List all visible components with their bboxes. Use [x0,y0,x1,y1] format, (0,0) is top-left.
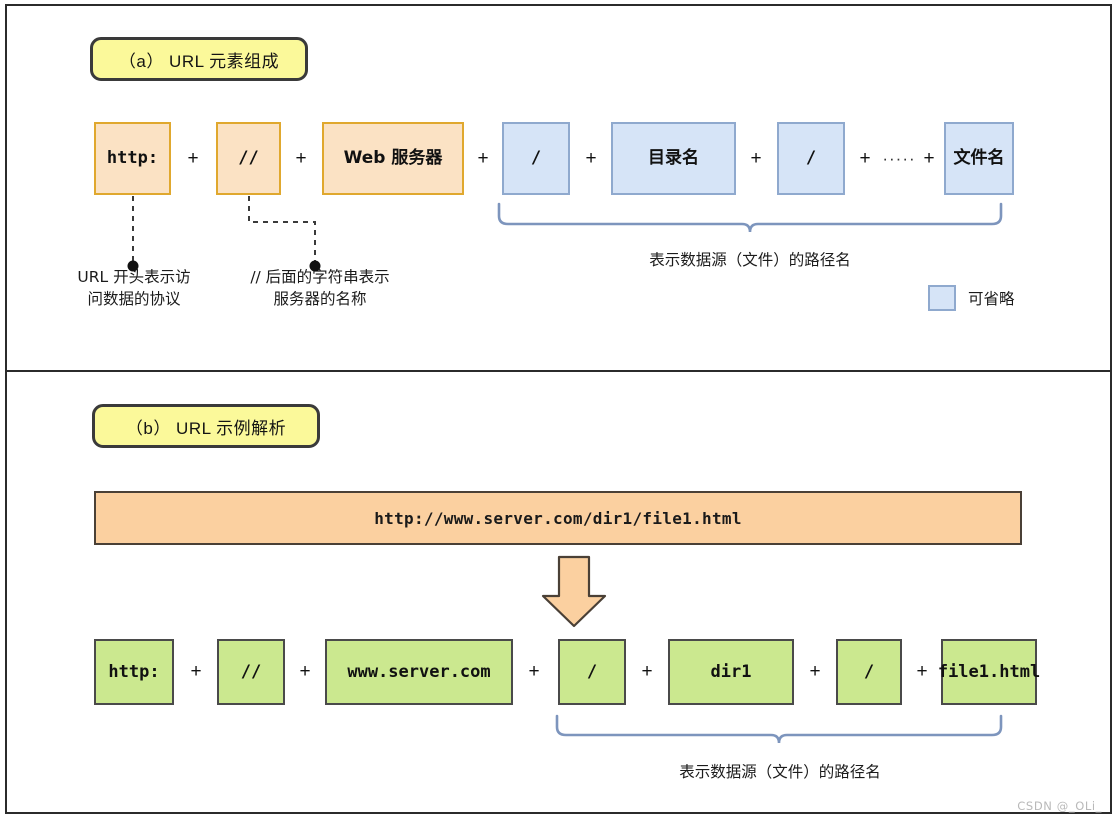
token-label: http: [108,661,160,682]
panel-a-caption: （a） URL 元素组成 [90,37,308,81]
plus-operator: + [750,147,762,169]
token-label: file1.html [937,661,1041,682]
token-label: Web 服务器 [343,148,443,169]
token-box-slash-1: / [502,122,570,195]
plus-operator: + [916,661,928,682]
token-box-slash-2: / [777,122,845,195]
token-label: / [586,661,598,682]
plus-operator: + [190,661,202,682]
plus-operator: + [585,147,597,169]
plus-operator: + [923,147,935,169]
token-label: 文件名 [953,148,1005,169]
path-bracket-label-a: 表示数据源（文件）的路径名 [649,251,851,269]
parsed-box-slash-1: / [558,639,626,705]
plus-operator: + [477,147,489,169]
token-label: / [863,661,875,682]
plus-operator: + [187,147,199,169]
legend-label: 可省略 [968,290,1015,308]
token-label: dir1 [710,661,752,682]
annotation-line-2: 服务器的名称 [273,290,367,309]
token-box-scheme: http: [94,122,171,195]
annotation-line-1: URL 开头表示访 [77,268,191,286]
parsed-box-filename: file1.html [937,639,1041,705]
plus-operator: + [295,147,307,169]
ellipsis-marker: ····· [882,148,916,168]
legend-optional: 可省略 [928,285,1015,311]
annotation-scheme: URL 开头表示访 问数据的协议 [50,266,218,311]
annotation-line-1: // 后面的字符串表示 [250,268,390,286]
parsed-box-slash-2: / [836,639,902,705]
parsed-box-slashes: // [217,639,285,705]
plus-operator: + [299,661,311,682]
path-bracket-label-b: 表示数据源（文件）的路径名 [679,763,881,781]
legend-swatch-icon [928,285,956,311]
plus-operator: + [528,661,540,682]
plus-operator: + [809,661,821,682]
parsed-box-host: www.server.com [325,639,513,705]
parsed-box-scheme: http: [94,639,174,705]
token-box-filename: 文件名 [944,122,1014,195]
token-label: 目录名 [648,148,699,169]
token-label: // [240,661,262,682]
token-label: / [805,148,817,169]
url-text: http://www.server.com/dir1/file1.html [374,508,742,528]
token-label: http: [106,148,159,169]
annotation-server: // 后面的字符串表示 服务器的名称 [225,266,415,311]
token-box-directory: 目录名 [611,122,736,195]
token-label: // [238,148,259,169]
token-label: www.server.com [347,661,491,682]
token-box-slashes: // [216,122,281,195]
token-box-web-server: Web 服务器 [322,122,464,195]
annotation-line-2: 问数据的协议 [87,290,181,309]
panel-b-caption: （b） URL 示例解析 [92,404,320,448]
plus-operator: + [859,147,871,169]
panel-divider [5,370,1112,372]
plus-operator: + [641,661,653,682]
url-example-bar: http://www.server.com/dir1/file1.html [94,491,1022,545]
token-label: / [530,148,542,169]
watermark: CSDN @_OLi_ [1017,799,1102,813]
parsed-box-directory: dir1 [668,639,794,705]
figure-border [5,4,1112,814]
